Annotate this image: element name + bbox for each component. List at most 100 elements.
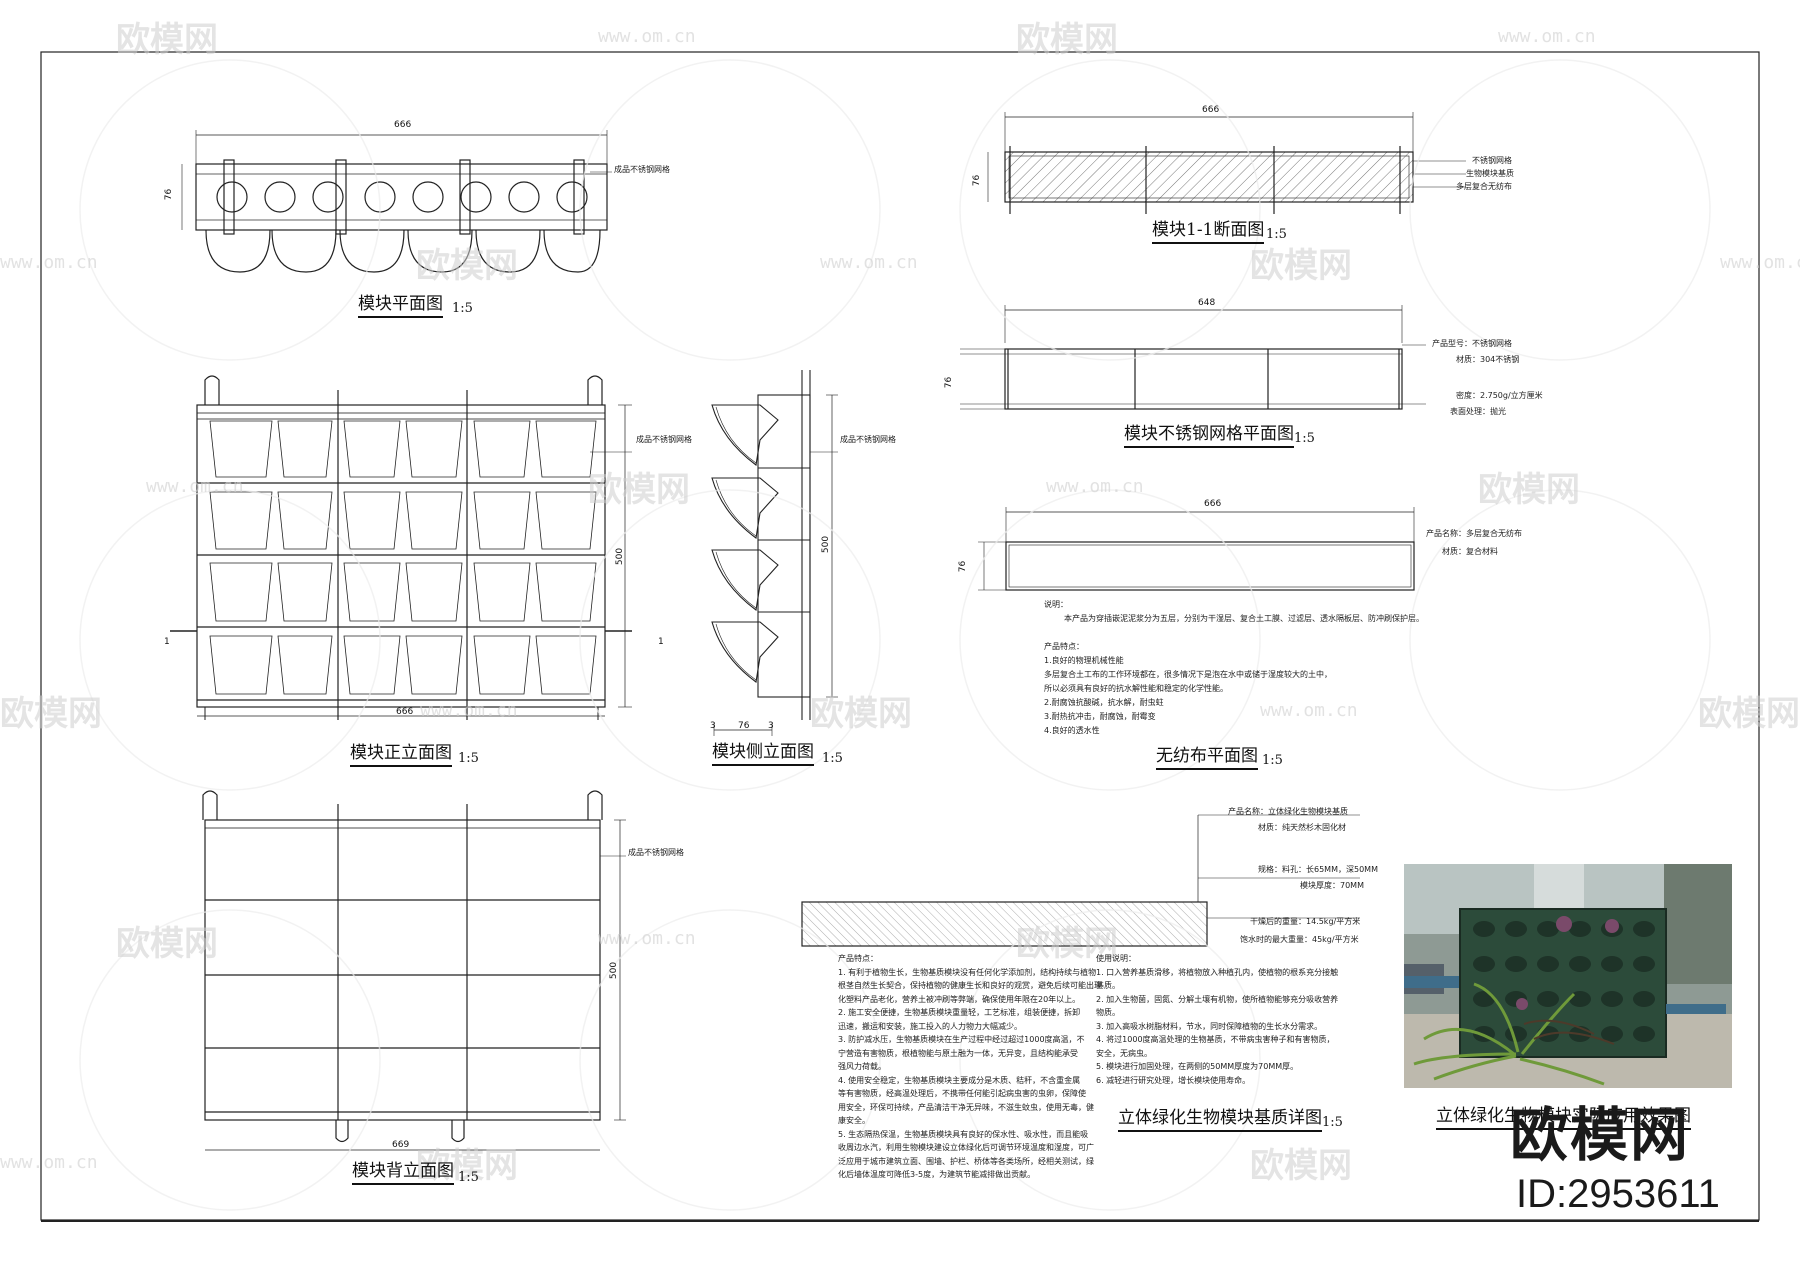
fabric-note-line: 2.耐腐蚀抗酸碱，抗水解，耐虫蛀 — [1044, 698, 1164, 707]
grid-spec-3: 密度：2.750g/立方厘米 — [1456, 391, 1543, 400]
side-view — [711, 370, 838, 736]
fabric-dim-side: 76 — [958, 560, 969, 573]
side-note: 成品不锈钢网格 — [840, 435, 896, 444]
substrate-spec-2: 材质：纯天然杉木固化材 — [1258, 823, 1346, 832]
side-dim-bottom: 76 — [738, 721, 750, 731]
feature-line: 泛应用于城市建筑立面、围墙、护栏、桥体等各类场所，经相关测试，绿 — [838, 1156, 1094, 1166]
watermark-brand: 欧模网 — [1698, 694, 1800, 734]
fabric-note-line: 本产品为穿插嵌泥泥浆分为五层，分别为干湿层、复合土工膜、过滤层、透水隔板层、防冲… — [1064, 614, 1424, 623]
usage-line: 物质。 — [1096, 1008, 1120, 1017]
side-dim-a: 3 — [710, 721, 716, 731]
watermark-url: www.om.cn — [0, 1152, 98, 1173]
substrate-features: 产品特点： 1. 有利于植物生长，生物基质模块没有任何化学添加剂，结构持续与植物… — [838, 952, 1102, 1182]
watermark-url: www.om.cn — [1260, 700, 1358, 721]
substrate-spec-6: 饱水时的最大重量：45kg/平方米 — [1240, 935, 1359, 944]
watermark-brand: 欧模网 — [810, 694, 912, 734]
back-dim-bottom: 669 — [392, 1140, 410, 1150]
fabric-note-line: 3.耐热抗冲击，耐腐蚀，耐霉变 — [1044, 712, 1156, 721]
fabric-note-line: 所以必须具有良好的抗水解性能和稳定的化学性能。 — [1044, 684, 1228, 693]
substrate-spec-1: 产品名称：立体绿化生物模块基质 — [1228, 807, 1348, 816]
fabric-spec-1: 产品名称：多层复合无纺布 — [1426, 529, 1522, 538]
watermark-brand: 欧模网 — [1250, 246, 1352, 286]
feature-line: 收周边水汽，利用生物模块建设立体绿化后可调节环境温度和湿度，可广 — [838, 1143, 1094, 1152]
substrate-scale: 1:5 — [1322, 1115, 1343, 1130]
feature-line: 康安全。 — [838, 1116, 870, 1125]
model-id: ID:2953611 — [1516, 1172, 1720, 1216]
front-view — [170, 375, 632, 720]
watermark-url: www.om.cn — [1720, 252, 1800, 273]
watermark-url: www.om.cn — [598, 928, 696, 949]
plan-view — [181, 130, 612, 273]
watermark-url: www.om.cn — [1046, 476, 1144, 497]
feature-line: 5. 生态隔热保温，生物基质模块具有良好的保水性、吸水性，而且能吸 — [838, 1129, 1089, 1139]
watermark-url: www.om.cn — [820, 252, 918, 273]
side-title: 模块侧立面图 — [712, 744, 814, 766]
watermark-url: www.om.cn — [146, 476, 244, 497]
pocket-row-2 — [209, 491, 597, 550]
watermark-url: www.om.cn — [598, 26, 696, 47]
application-photo — [1404, 864, 1732, 1088]
feature-line: 产品特点： — [838, 954, 878, 963]
feature-line: 化塑料产品老化，营养土被冲刷等弊端，确保使用年限在20年以上。 — [838, 994, 1081, 1004]
usage-line: 1. 口入营养基质滑移，将植物放入种植孔内，使植物的根系充分接触 — [1096, 967, 1339, 977]
watermark-brand: 欧模网 — [416, 1146, 518, 1186]
usage-line: 3. 加入高吸水树脂材料，节水，同时保障植物的生长水分需求。 — [1096, 1021, 1323, 1031]
plan-dim-side: 76 — [164, 188, 175, 201]
pocket-row-1 — [209, 420, 597, 478]
feature-line: 2. 施工安全便捷，生物基质模块重量轻，工艺标准，组装便捷，拆卸 — [838, 1008, 1081, 1017]
substrate-spec-3: 规格：料孔：长65MM，深50MM — [1258, 865, 1378, 874]
grid-spec-4: 表面处理：抛光 — [1450, 407, 1506, 416]
feature-line: 迅速，搬运和安装，施工投入的人力物力大幅减少。 — [838, 1021, 1022, 1031]
watermark-brand: 欧模网 — [1016, 924, 1118, 964]
back-note: 成品不锈钢网格 — [628, 848, 684, 857]
fabric-note-line: 说明： — [1044, 600, 1068, 609]
watermark-brand: 欧模网 — [116, 924, 218, 964]
side-scale: 1:5 — [822, 751, 843, 766]
fabric-note-line: 4.良好的透水性 — [1044, 726, 1100, 735]
watermark-url: www.om.cn — [1498, 26, 1596, 47]
fabric-note-line: 产品特点： — [1044, 642, 1084, 651]
fabric-note-line: 1.良好的物理机械性能 — [1044, 656, 1124, 665]
grid-spec-2: 材质：304不锈钢 — [1456, 355, 1520, 364]
watermark-brand: 欧模网 — [1016, 20, 1118, 60]
watermark-brand: 欧模网 — [116, 20, 218, 60]
grid-scale: 1:5 — [1294, 431, 1315, 446]
watermark-brand: 欧模网 — [0, 694, 102, 734]
side-dim-b: 3 — [768, 721, 774, 731]
fabric-note-line: 多层复合土工布的工作环境都在，很多情况下是泡在水中或储于湿度较大的土中， — [1044, 670, 1332, 679]
grid-dim-top: 648 — [1198, 298, 1216, 308]
feature-line: 根茎自然生长契合，保持植物的健康生长和良好的观赏，避免后续可能出现 — [838, 981, 1102, 990]
usage-line: 2. 加入生物菌，固氮、分解土壤有机物，使所植物能够充分吸收营养 — [1096, 994, 1339, 1004]
fabric-note-line — [1044, 626, 1424, 640]
section-title: 模块1-1断面图 — [1152, 222, 1265, 244]
fabric-dim-top: 666 — [1204, 499, 1222, 509]
watermark-url: www.om.cn — [0, 252, 98, 273]
front-title: 模块正立面图 — [350, 745, 452, 767]
fabric-spec-2: 材质：复合材料 — [1442, 547, 1498, 556]
watermark-brand: 欧模网 — [1250, 1146, 1352, 1186]
section-mark-left: 1 — [164, 637, 170, 647]
back-view — [202, 790, 626, 1151]
side-dim-right: 500 — [821, 535, 832, 554]
feature-line: 强风力荷载。 — [838, 1062, 886, 1071]
substrate-spec-4: 模块厚度：70MM — [1300, 881, 1364, 890]
feature-line: 化后墙体温度可降低3-5度，为建筑节能减排做出贡献。 — [838, 1170, 1036, 1179]
brand-logo: 欧模网 — [1510, 1101, 1691, 1169]
grid-plan-view — [960, 305, 1426, 410]
watermark-url: www.om.cn — [420, 700, 518, 721]
pocket-row-4 — [209, 635, 597, 695]
back-title: 模块背立面图 — [352, 1163, 454, 1185]
substrate-title: 立体绿化生物模块基质详图 — [1118, 1110, 1322, 1132]
plan-note: 成品不锈钢网格 — [614, 165, 670, 174]
section-label-2: 生物模块基质 — [1466, 169, 1514, 178]
front-dim-bottom: 666 — [396, 707, 414, 717]
usage-line: 基质。 — [1096, 981, 1120, 990]
usage-line: 4. 将过1000度高温处理的生物基质，不带病虫害种子和有害物质， — [1096, 1035, 1335, 1044]
photo-title: 立体绿化生物模块实际应用效果图 — [1436, 1108, 1691, 1130]
watermark-brand: 欧模网 — [588, 470, 690, 510]
watermark-brand: 欧模网 — [416, 246, 518, 286]
grid-spec-1: 产品型号：不锈钢网格 — [1432, 339, 1512, 348]
front-note: 成品不锈钢网格 — [636, 435, 692, 444]
feature-line: 宁营造有害物质，根植物能与原土融为一体，无异变，且结构能承受 — [838, 1048, 1078, 1058]
